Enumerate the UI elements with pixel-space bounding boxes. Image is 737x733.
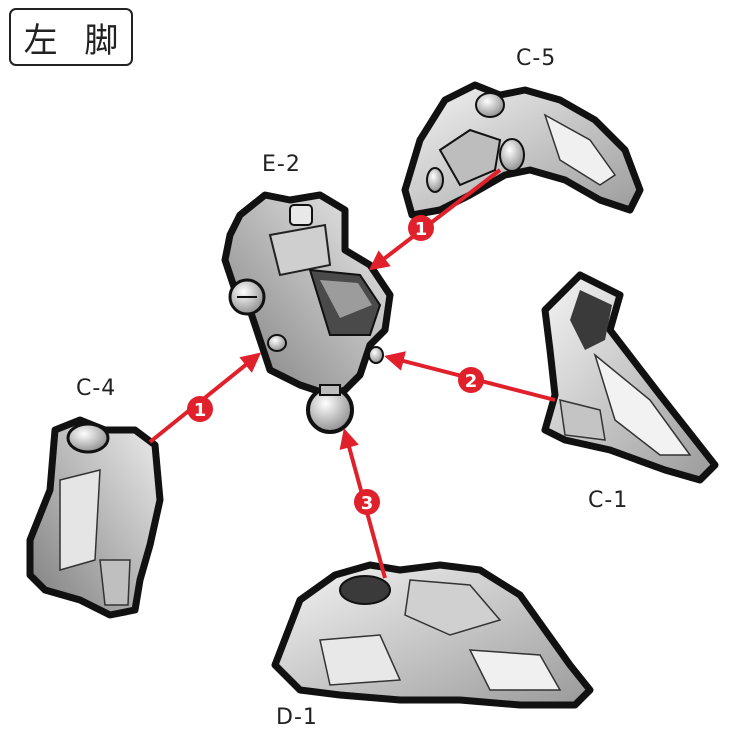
arrow-c5-to-e2 — [368, 168, 502, 271]
part-d1 — [271, 561, 594, 709]
label-d1: D-1 — [276, 705, 318, 730]
page-title: 左 脚 — [9, 8, 133, 66]
label-c4: C-4 — [76, 376, 117, 401]
step-badge-c1: 2 — [458, 367, 484, 393]
label-e2: E-2 — [262, 152, 301, 177]
step-number: 2 — [465, 371, 478, 392]
part-c1 — [541, 271, 719, 484]
part-e2 — [221, 191, 394, 434]
step-number: 1 — [415, 219, 428, 240]
step-number: 3 — [361, 493, 374, 514]
step-badge-c5: 1 — [408, 215, 434, 241]
part-c5 — [401, 81, 644, 219]
step-badge-c4: 1 — [187, 396, 213, 422]
part-c4 — [26, 416, 164, 619]
step-number: 1 — [194, 400, 207, 421]
label-c1: C-1 — [588, 488, 629, 513]
step-badge-d1: 3 — [354, 489, 380, 515]
label-c5: C-5 — [516, 46, 557, 71]
